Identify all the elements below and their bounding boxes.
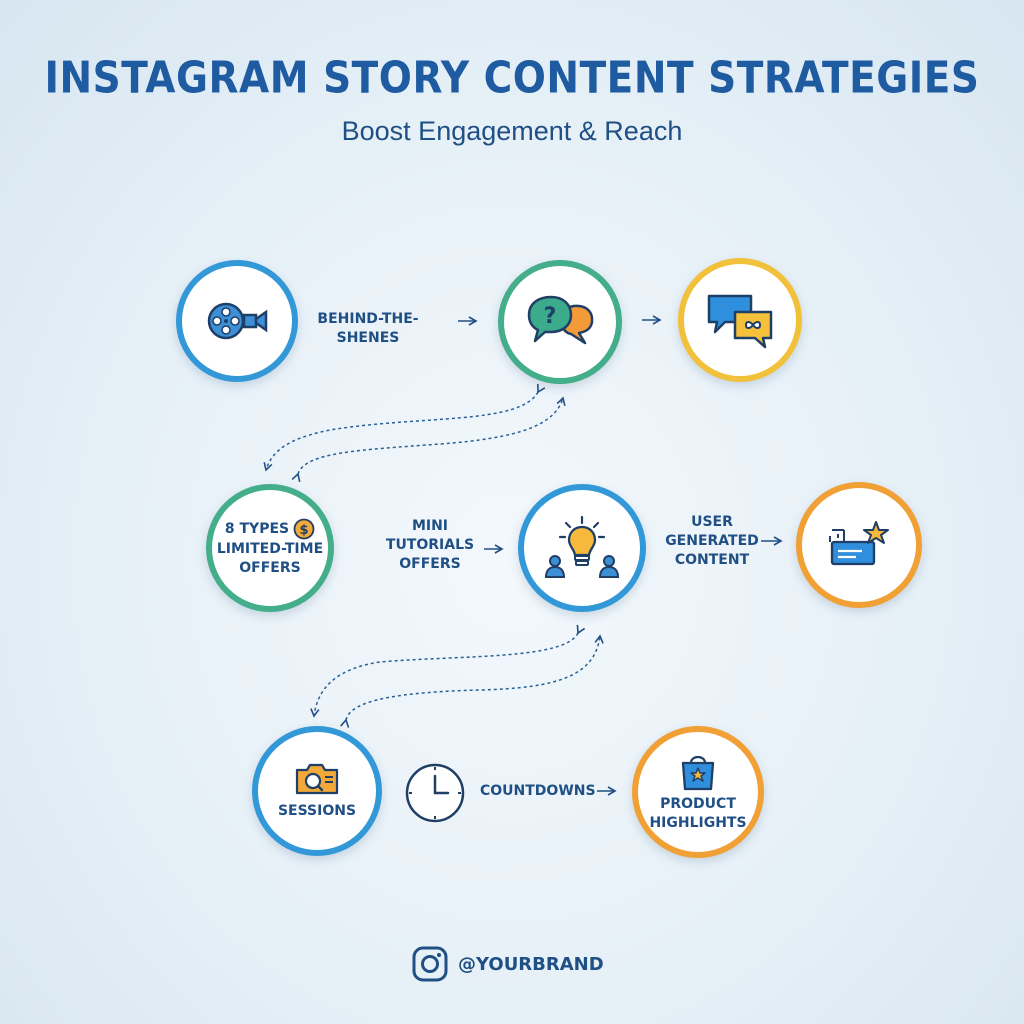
offers-line1: 8 TYPES [224, 520, 290, 537]
node-video-camera [176, 260, 298, 382]
offers-text: 8 TYPES $ LIMITED-TIME OFFERS [217, 518, 323, 578]
products-text: PRODUCT HIGHLIGHTS [649, 795, 746, 833]
sessions-text: SESSIONS [277, 802, 357, 819]
products-line2: HIGHLIGHTS [649, 815, 747, 831]
node-product-highlights: PRODUCT HIGHLIGHTS [632, 726, 764, 858]
node-ideas [518, 484, 646, 612]
dollar-coin-icon: $ [293, 518, 315, 540]
node-question-chat: ? [498, 260, 622, 384]
products-line1: PRODUCT [660, 796, 736, 812]
question-chat-icon: ? [527, 295, 594, 345]
svg-text:?: ? [544, 304, 557, 329]
dotted-curve-offers-to-question [291, 396, 566, 483]
node-sessions: SESSIONS [252, 726, 382, 856]
dotted-curve-question-to-offers [263, 383, 546, 472]
label-user-generated: USER GENERATED CONTENT [662, 513, 762, 570]
dotted-curve-sessions-to-ideas [340, 634, 604, 728]
label-ugc-line2: GENERATED [665, 533, 759, 549]
brand-handle[interactable]: @YOURBRAND [458, 953, 604, 975]
label-ugc-line3: CONTENT [674, 552, 750, 568]
footer-brand: @YOURBRAND [412, 944, 604, 984]
star-card-icon [829, 521, 889, 566]
label-tutorials-line2: TUTORIALS [385, 537, 475, 553]
label-ugc-line1: USER [691, 514, 733, 530]
label-tutorials-line1: MINI [411, 518, 449, 534]
svg-text:$: $ [300, 523, 309, 538]
label-behind-the-scenes: BEHIND-THE- SHENES [310, 310, 426, 348]
camera-search-icon [295, 763, 339, 794]
node-limited-offers: 8 TYPES $ LIMITED-TIME OFFERS [206, 484, 334, 612]
label-behind-line2: SHENES [336, 330, 400, 346]
label-tutorials-line3: OFFERS [399, 556, 461, 572]
dotted-curve-ideas-to-sessions [310, 624, 586, 718]
chat-bubbles-icon [707, 294, 773, 349]
label-countdowns: COUNTDOWNS [480, 783, 596, 799]
shopping-bag-icon [681, 755, 715, 791]
page-title: INSTAGRAM STORY CONTENT STRATEGIES [44, 53, 980, 104]
node-star-card [796, 482, 922, 608]
page-subtitle: Boost Engagement & Reach [341, 116, 683, 146]
instagram-icon [412, 946, 448, 982]
label-behind-line1: BEHIND-THE- [317, 311, 419, 327]
offers-line2: LIMITED-TIME [216, 541, 324, 557]
lightbulb-people-icon [544, 515, 620, 578]
clock-icon [405, 763, 465, 823]
node-chat-bubbles [678, 258, 802, 382]
offers-line3: OFFERS [239, 560, 301, 576]
video-camera-icon [207, 302, 268, 340]
label-mini-tutorials: MINI TUTORIALS OFFERS [380, 517, 480, 574]
